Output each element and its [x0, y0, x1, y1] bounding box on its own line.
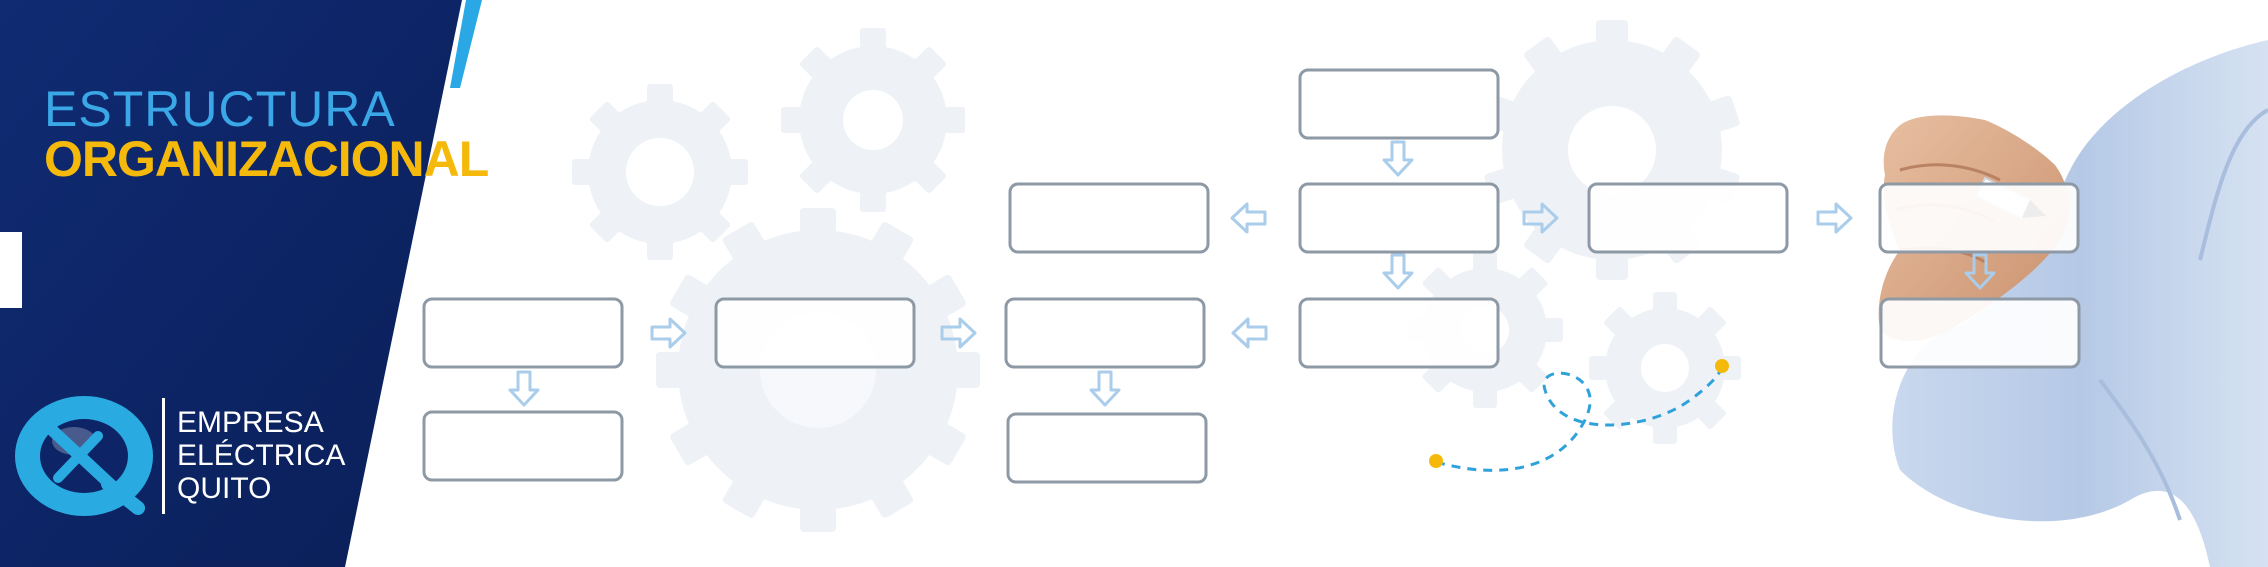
panel-accent-stripe [450, 0, 482, 88]
path-end-dot [1715, 359, 1729, 373]
heading-estructura: ESTRUCTURA [44, 81, 396, 137]
org-chart-box [1006, 412, 1208, 484]
org-chart-box [1298, 68, 1500, 140]
gear-icon [656, 208, 980, 532]
org-chart-box [1298, 297, 1500, 369]
eeq-logo [15, 396, 153, 516]
org-chart-box [422, 410, 624, 482]
org-chart-arrows [508, 140, 1996, 407]
arrow-right-icon [1522, 202, 1559, 234]
gear-icon [572, 84, 748, 260]
org-chart-box [1587, 182, 1789, 254]
path-start-dot [1429, 454, 1443, 468]
arrow-down-icon [1089, 370, 1121, 407]
org-chart-box [1298, 182, 1500, 254]
arrow-down-icon [1382, 140, 1414, 177]
company-name-line2: ELÉCTRICA [177, 439, 346, 472]
arrow-left-icon [1230, 202, 1267, 234]
gear-icon [781, 28, 965, 212]
arrow-right-icon [1816, 202, 1853, 234]
company-name: EMPRESA ELÉCTRICA QUITO [177, 406, 345, 505]
heading-organizacional: ORGANIZACIONAL [44, 131, 489, 187]
arrow-down-icon [1964, 253, 1996, 290]
company-name-line1: EMPRESA [177, 406, 324, 439]
arrow-left-icon [1231, 317, 1268, 349]
org-chart-box [714, 297, 916, 369]
org-chart-boxes [422, 68, 2081, 484]
left-edge-tab [0, 232, 22, 308]
org-chart-box [1878, 182, 2080, 254]
arrow-right-icon [940, 317, 977, 349]
org-chart-box [1008, 182, 1210, 254]
gear-icon [1589, 292, 1741, 444]
org-chart-box [1879, 297, 2081, 369]
org-chart-box [422, 297, 624, 369]
org-chart-box [1004, 297, 1206, 369]
arrow-down-icon [1382, 253, 1414, 290]
arrow-right-icon [650, 317, 687, 349]
arrow-down-icon [508, 370, 540, 407]
brand-divider [162, 398, 165, 514]
company-name-line3: QUITO [177, 472, 272, 505]
